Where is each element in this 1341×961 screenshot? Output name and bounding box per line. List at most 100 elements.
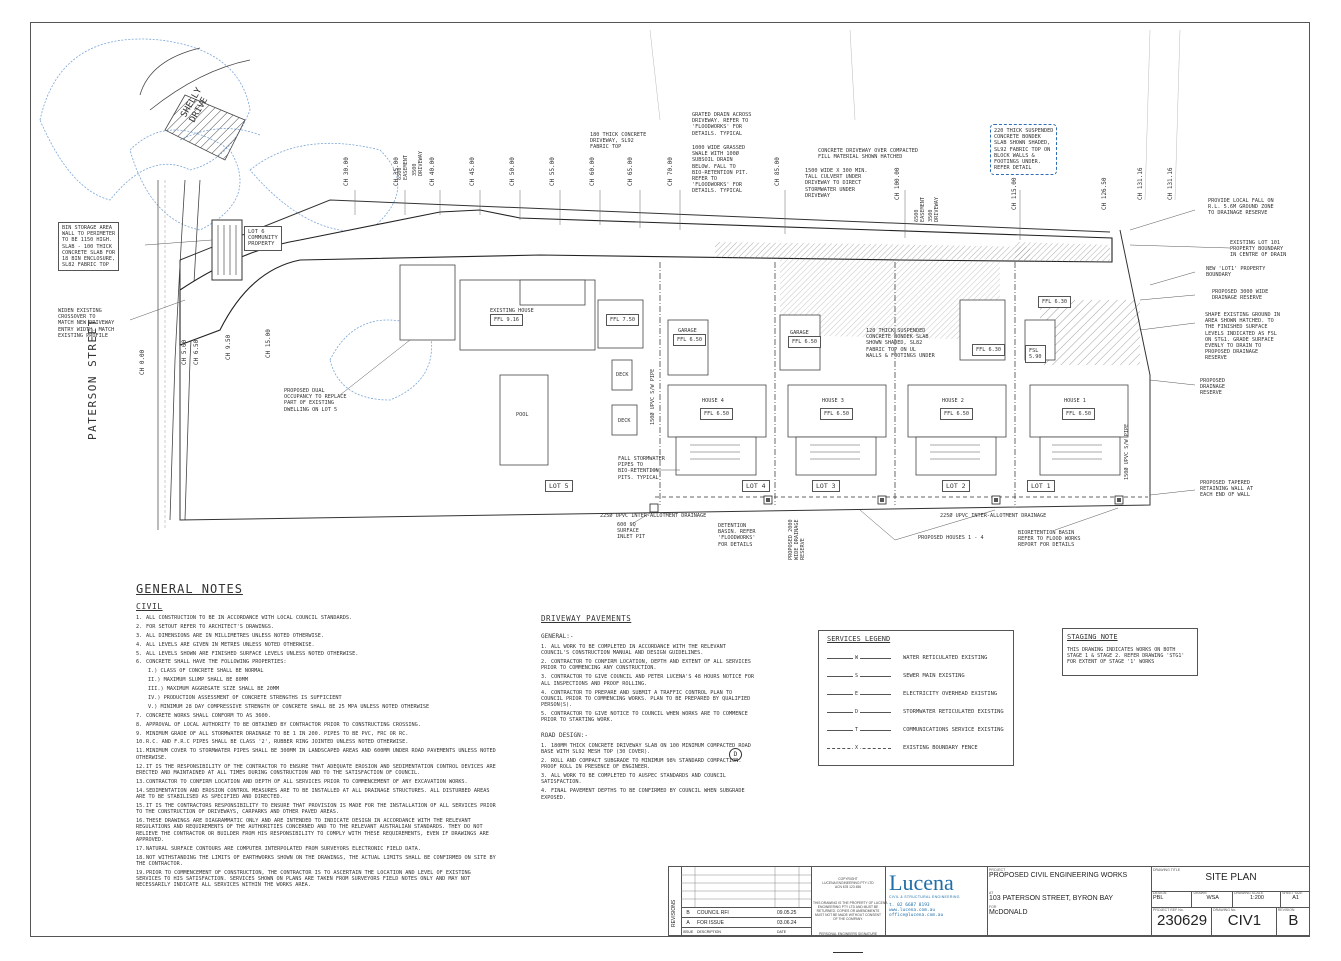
design-label: DESIGN <box>1153 891 1167 895</box>
chainage-label: CH 60.00 <box>589 157 596 186</box>
chainage-label: CH 6.50 <box>193 339 200 365</box>
staging-note: STAGING NOTE THIS DRAWING INDICATES WORK… <box>1062 628 1198 676</box>
note-item: 3.ALL WORK TO BE COMPLETED TO AUSPEC STA… <box>541 773 726 786</box>
note-text: APPROVAL OF LOCAL AUTHORITY TO BE OBTAIN… <box>146 721 421 728</box>
driveway-title: DRIVEWAY PAVEMENTS <box>541 614 632 623</box>
bin-enclosure <box>211 219 243 281</box>
note-item: 10.R.C. AND F.R.C PIPES SHALL BE CLASS '… <box>136 739 409 746</box>
pipe-label-inter-allotment-2: 225Ø UPVC INTER-ALLOTMENT DRAINAGE <box>940 513 1047 519</box>
note-text: NATURAL SURFACE CONTOURS ARE COMPUTER IN… <box>146 845 421 852</box>
callout-bioretention: BIORETENTION BASIN REFER TO FLOOD WORKS … <box>1018 530 1081 549</box>
note-text: CONCRETE WORKS SHALL CONFORM TO AS 3600. <box>146 712 271 719</box>
callout-lot101: EXISTING LOT 101 PROPERTY BOUNDARY IN CE… <box>1230 240 1287 259</box>
note-text: IT IS THE CONTRACTORS RESPONSIBILITY TO … <box>136 802 496 816</box>
pipe-label-inter-allotment-1: 225Ø UPVC INTER-ALLOTMENT DRAINAGE <box>600 513 707 519</box>
drawn-label: DRAWN <box>1193 891 1207 895</box>
logo-text: Lucena <box>889 870 954 895</box>
concrete-property: v.) MINIMUM 28 DAY COMPRESSIVE STRENGTH … <box>148 703 430 710</box>
revision-value: B <box>1288 912 1299 929</box>
note-item: 11.MINIMUM COVER TO STORMWATER PIPES SHA… <box>136 748 496 761</box>
callout-drainage-reserve: PROPOSED DRAINAGE RESERVE <box>1200 378 1225 397</box>
size-value: A1 <box>1292 895 1299 901</box>
callout-grated-drain: GRATED DRAIN ACROSS DRIVEWAY. REFER TO '… <box>692 112 752 137</box>
note-item: 15.IT IS THE CONTRACTORS RESPONSIBILITY … <box>136 802 496 816</box>
size-label: SHEET SIZE <box>1282 891 1303 895</box>
concrete-property: i.) CLASS OF CONCRETE SHALL BE NORMAL <box>148 668 264 675</box>
chainage-label: CH 0.00 <box>139 349 146 375</box>
note-item: 3.ALL DIMENSIONS ARE IN MILLIMETRES UNLE… <box>136 632 325 639</box>
callout-proposed-houses: PROPOSED HOUSES 1 - 4 <box>918 535 984 541</box>
civil-notes-list: 1.ALL CONSTRUCTION TO BE IN ACCORDANCE W… <box>136 615 496 889</box>
chainage-label: CH 65.00 <box>627 157 634 186</box>
legend-title: SERVICES LEGEND <box>827 635 891 643</box>
note-text: ALL DIMENSIONS ARE IN MILLIMETRES UNLESS… <box>146 632 325 639</box>
pool-label: POOL <box>516 412 529 418</box>
copyright-text-2: THIS DRAWING IS THE PROPERTY OF LUCENA E… <box>813 901 888 921</box>
callout-driveway-fill: CONCRETE DRIVEWAY OVER COMPACTED FILL MA… <box>818 148 918 161</box>
deck-label: DECK <box>618 418 631 424</box>
chainage-ticks <box>354 190 1021 240</box>
note-text: CONTRACTOR TO PREPARE AND SUBMIT A TRAFF… <box>541 689 751 709</box>
house-ffl: FFL 6.50 <box>1062 408 1095 421</box>
chainage-label: CH 85.00 <box>774 157 781 186</box>
note-item: 3.CONTRACTOR TO GIVE COUNCIL AND PETER L… <box>541 674 755 687</box>
note-text: FOR SETOUT REFER TO ARCHITECT'S DRAWINGS… <box>146 623 275 630</box>
note-item: 18.NOT WITHSTANDING THE LIMITS OF EARTHW… <box>136 854 496 867</box>
chainage-label: CH 131.16 <box>1167 167 1174 200</box>
callout-bin-storage: BIN STORAGE AREA WALL TO PERIMETER TO BE… <box>58 222 120 272</box>
design-value: PBL <box>1153 895 1164 901</box>
legend-line-symbol: E <box>827 690 891 697</box>
note-item: 4.CONTRACTOR TO PREPARE AND SUBMIT A TRA… <box>541 689 751 709</box>
revision-label: REVISION <box>1277 908 1295 912</box>
note-item: 4.ALL LEVELS ARE GIVEN IN METRES UNLESS … <box>136 641 315 648</box>
note-item: 17.NATURAL SURFACE CONTOURS ARE COMPUTER… <box>136 845 421 852</box>
scale-value: 1:200 <box>1250 895 1264 901</box>
drawing-title: SITE PLAN <box>1205 872 1257 883</box>
legend-label: WATER RETICULATED EXISTING <box>903 655 988 661</box>
existing-garage-ffl: FFL 7.50 <box>606 314 639 327</box>
note-item: 9.MINIMUM GRADE OF ALL STORMWATER DRAINA… <box>136 730 409 737</box>
note-item: 5.CONTRACTOR TO GIVE NOTICE TO COUNCIL W… <box>541 711 748 724</box>
lot-lines <box>659 262 1016 505</box>
chainage-label: CH 131.16 <box>1137 167 1144 200</box>
lot-label-5: LOT 5 <box>545 480 573 493</box>
rev-code: ISSUE <box>682 930 694 934</box>
note-item: 19.PRIOR TO COMMENCEMENT OF CONSTRUCTION… <box>136 869 471 889</box>
note-text: PRIOR TO COMMENCEMENT OF CONSTRUCTION, T… <box>136 869 471 889</box>
company-phone: t. 02 6687 8193 <box>889 903 930 908</box>
legend-code: D <box>853 708 861 715</box>
project-no: 230629 <box>1157 912 1208 929</box>
note-text: ROLL AND COMPACT SUBGRADE TO MINIMUM 98%… <box>541 757 742 771</box>
legend-code: E <box>853 690 861 697</box>
callout-dual-occupancy: PROPOSED DUAL OCCUPANCY TO REPLACE PART … <box>284 388 347 413</box>
existing-house-ffl: FFL 9.16 <box>490 314 523 327</box>
callout-tapered-wall: PROPOSED TAPERED RETAINING WALL AT EACH … <box>1200 480 1254 499</box>
ffl-630-label: FFL 6.30 <box>1038 296 1071 309</box>
callout-220-slab: 220 THICK SUSPENDED CONCRETE BONDEK SLAB… <box>990 124 1058 176</box>
note-text: CONTRACTOR TO GIVE NOTICE TO COUNCIL WHE… <box>541 711 748 724</box>
legend-code: T <box>853 726 861 733</box>
rev-date: DATE <box>777 930 787 934</box>
house-label: HOUSE 4 <box>702 398 724 404</box>
drawing-title-label: DRAWING TITLE <box>1153 868 1181 872</box>
address-label: AT <box>989 891 994 895</box>
legend-label: COMMUNICATIONS SERVICE EXISTING <box>903 727 1004 733</box>
existing-house-label: EXISTING HOUSE <box>490 308 534 314</box>
driveway-fill-hatch <box>715 242 1030 260</box>
driveway-general-list: 1.ALL WORK TO BE COMPLETED IN ACCORDANCE… <box>541 644 756 724</box>
easement-label: 6500 EASEMENT <box>397 155 410 180</box>
deck-label: DECK <box>616 372 629 378</box>
legend-label: SEWER MAIN EXISTING <box>903 673 965 679</box>
road-design-list: 1.180mm THICK CONCRETE DRIVEWAY SLAB ON … <box>541 743 756 801</box>
rev-code: A <box>686 919 690 926</box>
callout-grassed-swale: 1000 WIDE GRASSED SWALE WITH 100Ø SUBSOI… <box>692 145 749 195</box>
note-item: 5.ALL LEVELS SHOWN ARE FINISHED SURFACE … <box>136 650 359 657</box>
note-text: ALL LEVELS ARE GIVEN IN METRES UNLESS NO… <box>146 641 315 648</box>
chainage-label: CH 50.00 <box>509 157 516 186</box>
garage-label: GARAGE <box>790 330 809 336</box>
chainage-label: CH 30.00 <box>343 157 350 186</box>
lot-label-2: LOT 2 <box>942 480 970 493</box>
